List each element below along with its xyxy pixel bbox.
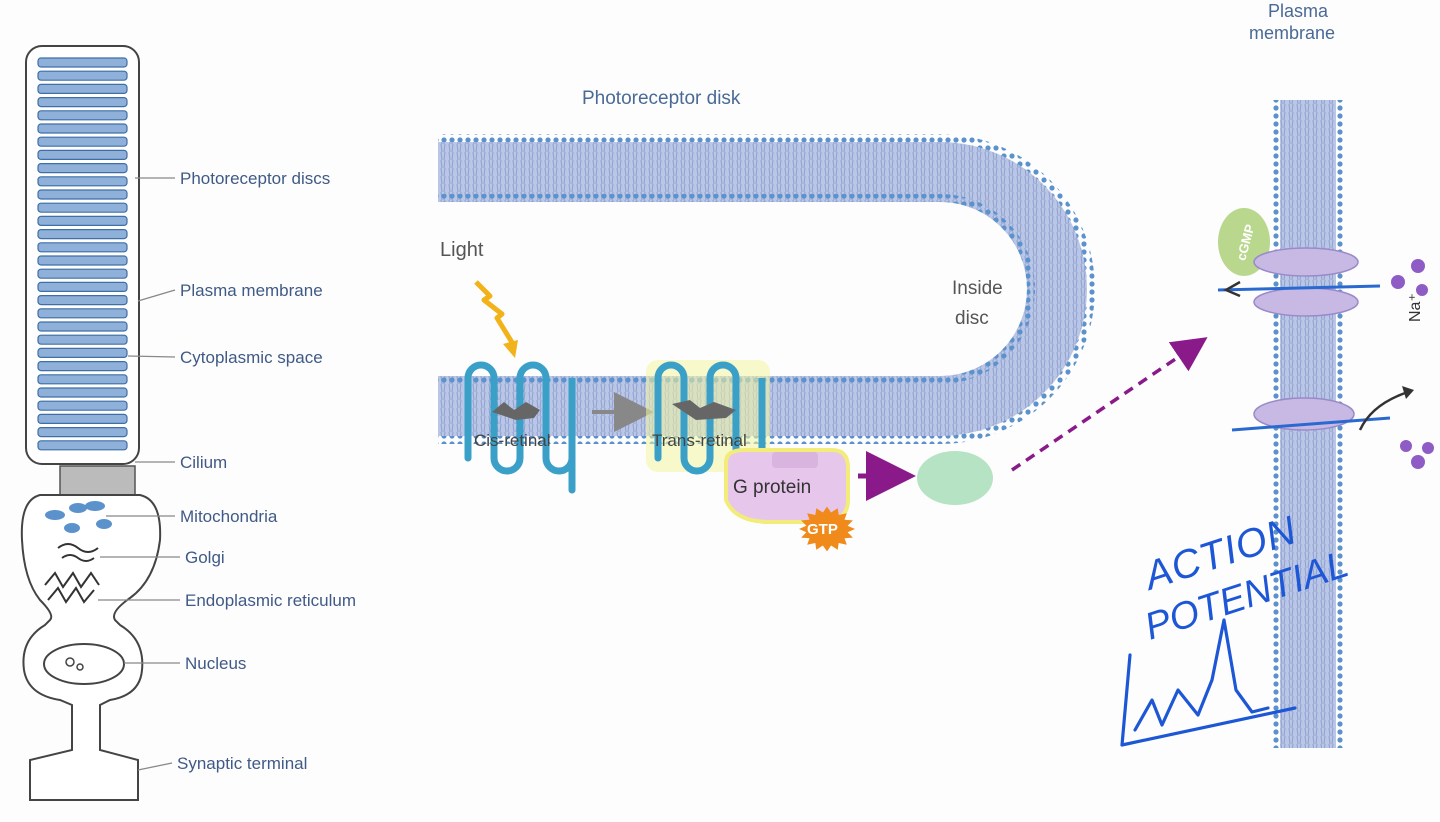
disc [37,215,128,226]
mito-4 [64,523,80,533]
light-label: Light [440,239,484,261]
label-synaptic-terminal: Synaptic terminal [177,754,307,773]
g-protein-label: G protein [733,477,811,498]
disk-title: Photoreceptor disk [582,88,741,109]
retinal-cis-icon [492,402,540,420]
disc [37,374,128,385]
disc [37,189,128,200]
retinal-trans-label: Trans-retinal [652,431,747,450]
exchanger-curve-arrow [1358,390,1409,431]
gtp-burst-icon [799,506,855,552]
g-protein-subunit [772,452,818,468]
disc [37,347,128,358]
sodium-ions [1391,259,1434,469]
gtp-badge: GTP [799,506,855,552]
channel-flow-arrow [1217,284,1381,292]
nucleolus-2 [76,663,84,671]
mito-1 [45,510,65,520]
disk-membrane [438,134,1095,444]
sodium-label: Na⁺ [1407,293,1424,322]
nucleus-shape [43,643,125,685]
rhodopsin-trans: Trans-retinal [646,360,770,475]
ion-3 [1416,284,1428,296]
disc [37,57,128,68]
label-golgi: Golgi [185,548,225,567]
disc [37,255,128,266]
plasma-membrane-title-line1: Plasma [1268,1,1329,21]
golgi-shape [57,543,99,562]
disc-stack [37,57,128,451]
label-endoplasmic-reticulum: Endoplasmic reticulum [185,591,356,610]
ion-5 [1422,442,1434,454]
rhodopsin-cis: Cis-retinal [464,361,576,494]
g-protein: G protein [724,448,850,524]
disc [37,202,128,213]
label-mitochondria: Mitochondria [180,507,278,526]
exchanger-arrowhead [1402,386,1414,399]
g-protein-body [724,448,850,524]
mito-2 [69,503,87,513]
label-cilium: Cilium [180,453,227,472]
disc [37,387,128,398]
ion-1 [1411,259,1425,273]
disc [37,281,128,292]
label-cytoplasmic-space: Cytoplasmic space [180,348,323,367]
disc [37,295,128,306]
rhodopsin-helices-cis [464,361,576,494]
ion-4 [1400,440,1412,452]
disc [37,149,128,160]
mito-5 [96,519,112,529]
disc [37,268,128,279]
pde-enzyme [917,451,993,505]
disc [37,242,128,253]
disc [37,427,128,438]
label-photoreceptor-discs: Photoreceptor discs [180,169,330,188]
disc [37,70,128,81]
rod-labels [98,177,180,771]
ion-exchanger [1231,386,1414,432]
disc [37,96,128,108]
light-arrowhead-icon [503,340,518,358]
cilium-shape [59,465,136,497]
inside-disc-label-line2: disc [955,308,989,329]
disc [37,308,128,319]
exchanger-line [1231,416,1391,432]
disc [37,136,128,147]
disk-lumen [438,202,1027,376]
ion-2 [1391,275,1405,289]
retinal-cis-label: Cis-retinal [474,431,551,450]
ion-6 [1411,455,1425,469]
disc [37,361,128,372]
signal-dashed-arrow [1011,337,1208,472]
disc [37,400,128,411]
channel-flow-arrowhead [1223,280,1241,298]
disc [37,321,128,332]
disc [37,123,128,134]
channel-bottom-subunit [1253,287,1359,317]
label-nucleus: Nucleus [185,654,246,673]
disc [37,440,128,451]
gtp-label: GTP [807,521,838,538]
er-shape [44,571,100,604]
disc [37,229,128,240]
disc [37,110,128,121]
disc [37,413,128,424]
disc [37,176,128,187]
channel-top-subunit [1253,247,1359,277]
disc [37,163,128,174]
nucleolus-1 [65,657,75,667]
label-plasma-membrane: Plasma membrane [180,281,323,300]
action-potential-sketch [1120,618,1297,747]
disc [37,83,128,95]
disc [37,334,128,345]
rod-cell [20,45,162,801]
light-bolt-icon [474,280,516,346]
retinal-trans-icon [672,400,736,420]
cgmp-channel: cGMP [1217,208,1381,317]
inside-disc-label-line1: Inside [952,278,1003,299]
plasma-membrane-title-line2: membrane [1249,23,1335,43]
mito-3 [85,501,105,511]
